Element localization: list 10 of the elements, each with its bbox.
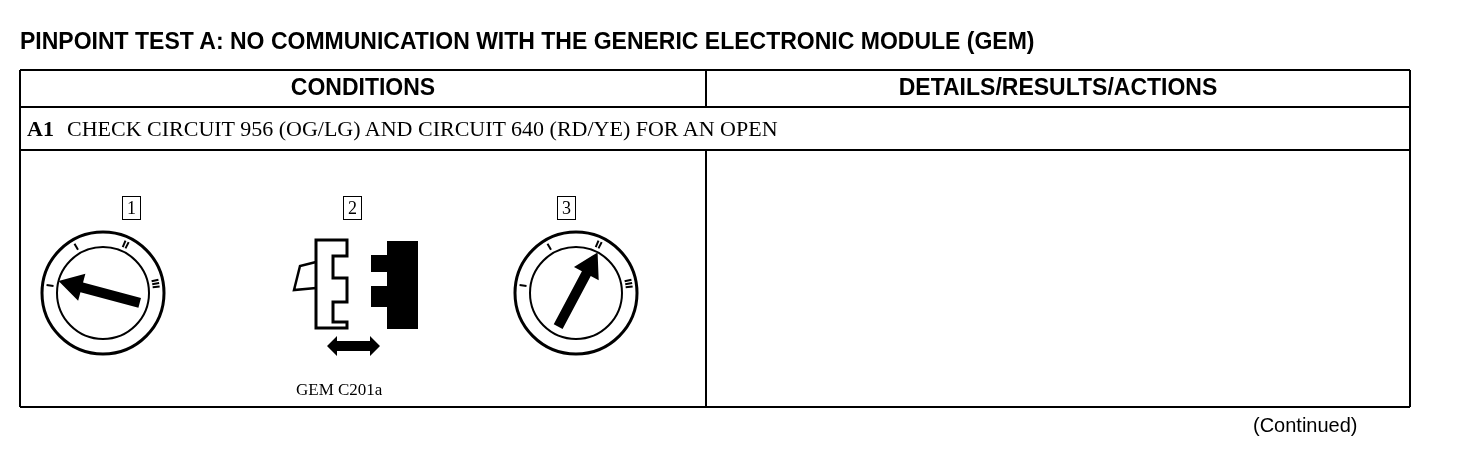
continued-note: (Continued) <box>1253 414 1358 437</box>
column-header: CONDITIONS <box>290 74 436 101</box>
callout-number: 1 <box>122 196 141 220</box>
step-heading: CHECK CIRCUIT 956 (OG/LG) AND CIRCUIT 640 (RD/YE) FOR AN OPEN <box>67 116 778 142</box>
callout-number: 3 <box>557 196 576 220</box>
title: PINPOINT TEST A: NO COMMUNICATION WITH THE GENERIC ELECTRONIC MODULE (GEM) <box>20 28 1035 55</box>
callout-number: 2 <box>343 196 362 220</box>
step-number: A1 <box>27 116 54 142</box>
connector-label: GEM C201a <box>296 380 383 400</box>
column-header: DETAILS/RESULTS/ACTIONS <box>898 74 1218 101</box>
